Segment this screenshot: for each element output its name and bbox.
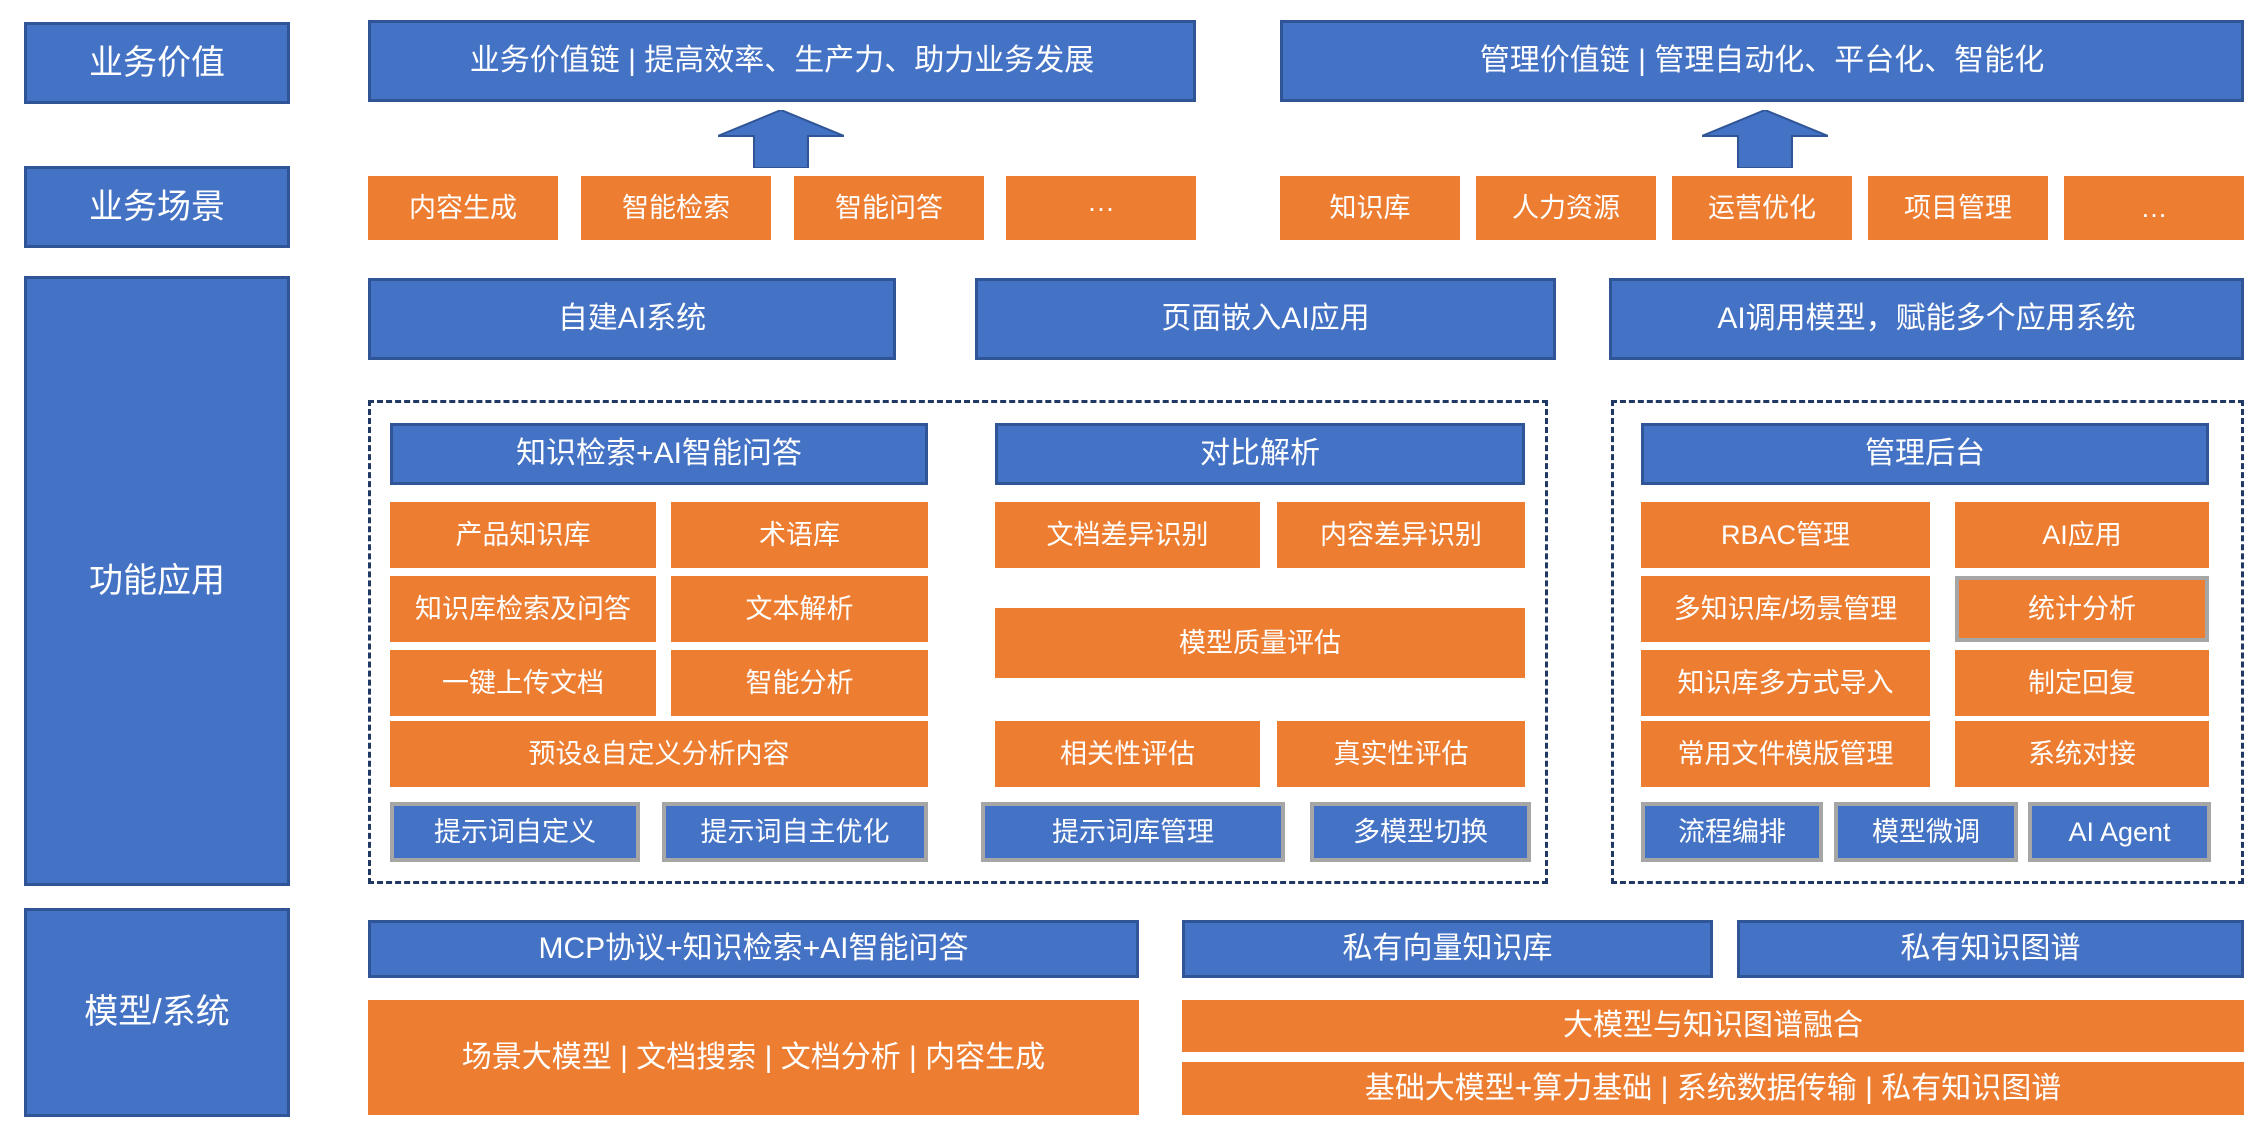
access-mode-ai-api: AI调用模型，赋能多个应用系统: [1609, 278, 2244, 360]
scenario-chip-content-generation: 内容生成: [368, 176, 558, 240]
section-header-knowledge-qa: 知识检索+AI智能问答: [390, 423, 928, 485]
prompt-box-prompt-library: 提示词库管理: [981, 802, 1285, 862]
scenario-chip-smart-search: 智能检索: [581, 176, 771, 240]
scenario-chip-project-mgmt: 项目管理: [1868, 176, 2048, 240]
feature-box-kb-multi-import: 知识库多方式导入: [1641, 650, 1930, 716]
feature-box-statistics: 统计分析: [1955, 576, 2209, 642]
model-layer-foundation-bar: 基础大模型+算力基础 | 系统数据传输 | 私有知识图谱: [1182, 1062, 2244, 1115]
prompt-box-custom-prompt: 提示词自定义: [390, 802, 640, 862]
access-mode-self-built-ai: 自建AI系统: [368, 278, 896, 360]
feature-box-kb-search-qa: 知识库检索及问答: [390, 576, 656, 642]
prompt-box-multi-model-switch: 多模型切换: [1310, 802, 1531, 862]
feature-box-ai-app: AI应用: [1955, 502, 2209, 568]
feature-box-file-template-mgmt: 常用文件模版管理: [1641, 721, 1930, 787]
feature-box-one-click-upload: 一键上传文档: [390, 650, 656, 716]
section-header-compare: 对比解析: [995, 423, 1525, 485]
feature-box-truthfulness-eval: 真实性评估: [1277, 721, 1525, 787]
scenario-chip-operations: 运营优化: [1672, 176, 1852, 240]
dashed-container-left: [368, 400, 1548, 884]
model-layer-vector-kb-bar: 私有向量知识库: [1182, 920, 1713, 978]
up-arrow-icon: [1702, 110, 1828, 168]
access-mode-embedded-ai: 页面嵌入AI应用: [975, 278, 1556, 360]
row-label-business-scenario: 业务场景: [24, 166, 290, 248]
dashed-container-right: [1611, 400, 2244, 884]
section-header-admin: 管理后台: [1641, 423, 2209, 485]
feature-box-rbac: RBAC管理: [1641, 502, 1930, 568]
prompt-box-auto-optimize-prompt: 提示词自主优化: [662, 802, 928, 862]
row-label-function-app: 功能应用: [24, 276, 290, 886]
management-value-chain-bar: 管理价值链 | 管理自动化、平台化、智能化: [1280, 20, 2244, 102]
scenario-chip-more: …: [2064, 176, 2244, 240]
scenario-chip-hr: 人力资源: [1476, 176, 1656, 240]
feature-box-relevance-eval: 相关性评估: [995, 721, 1260, 787]
feature-box-model-quality-eval: 模型质量评估: [995, 608, 1525, 678]
feature-box-doc-diff: 文档差异识别: [995, 502, 1260, 568]
feature-box-canned-reply: 制定回复: [1955, 650, 2209, 716]
model-layer-mcp-bar: MCP协议+知识检索+AI智能问答: [368, 920, 1139, 978]
feature-box-content-diff: 内容差异识别: [1277, 502, 1525, 568]
model-layer-knowledge-graph-bar: 私有知识图谱: [1737, 920, 2244, 978]
feature-box-smart-analysis: 智能分析: [671, 650, 928, 716]
scenario-chip-more: ···: [1006, 176, 1196, 240]
business-value-chain-bar: 业务价值链 | 提高效率、生产力、助力业务发展: [368, 20, 1196, 102]
feature-box-system-integration: 系统对接: [1955, 721, 2209, 787]
scenario-chip-knowledge-base: 知识库: [1280, 176, 1460, 240]
model-layer-fusion-bar: 大模型与知识图谱融合: [1182, 1000, 2244, 1052]
row-label-business-value: 业务价值: [24, 22, 290, 104]
feature-box-product-kb: 产品知识库: [390, 502, 656, 568]
feature-box-multi-kb-scene-mgmt: 多知识库/场景管理: [1641, 576, 1930, 642]
model-layer-scene-model-bar: 场景大模型 | 文档搜索 | 文档分析 | 内容生成: [368, 1000, 1139, 1115]
prompt-box-model-finetune: 模型微调: [1834, 802, 2018, 862]
up-arrow-icon: [718, 110, 844, 168]
row-label-model-system: 模型/系统: [24, 908, 290, 1117]
scenario-chip-smart-qa: 智能问答: [794, 176, 984, 240]
feature-box-glossary: 术语库: [671, 502, 928, 568]
prompt-box-workflow-orchestration: 流程编排: [1641, 802, 1823, 862]
prompt-box-ai-agent: AI Agent: [2028, 802, 2211, 862]
feature-box-preset-custom-analysis: 预设&自定义分析内容: [390, 721, 928, 787]
feature-box-text-parsing: 文本解析: [671, 576, 928, 642]
